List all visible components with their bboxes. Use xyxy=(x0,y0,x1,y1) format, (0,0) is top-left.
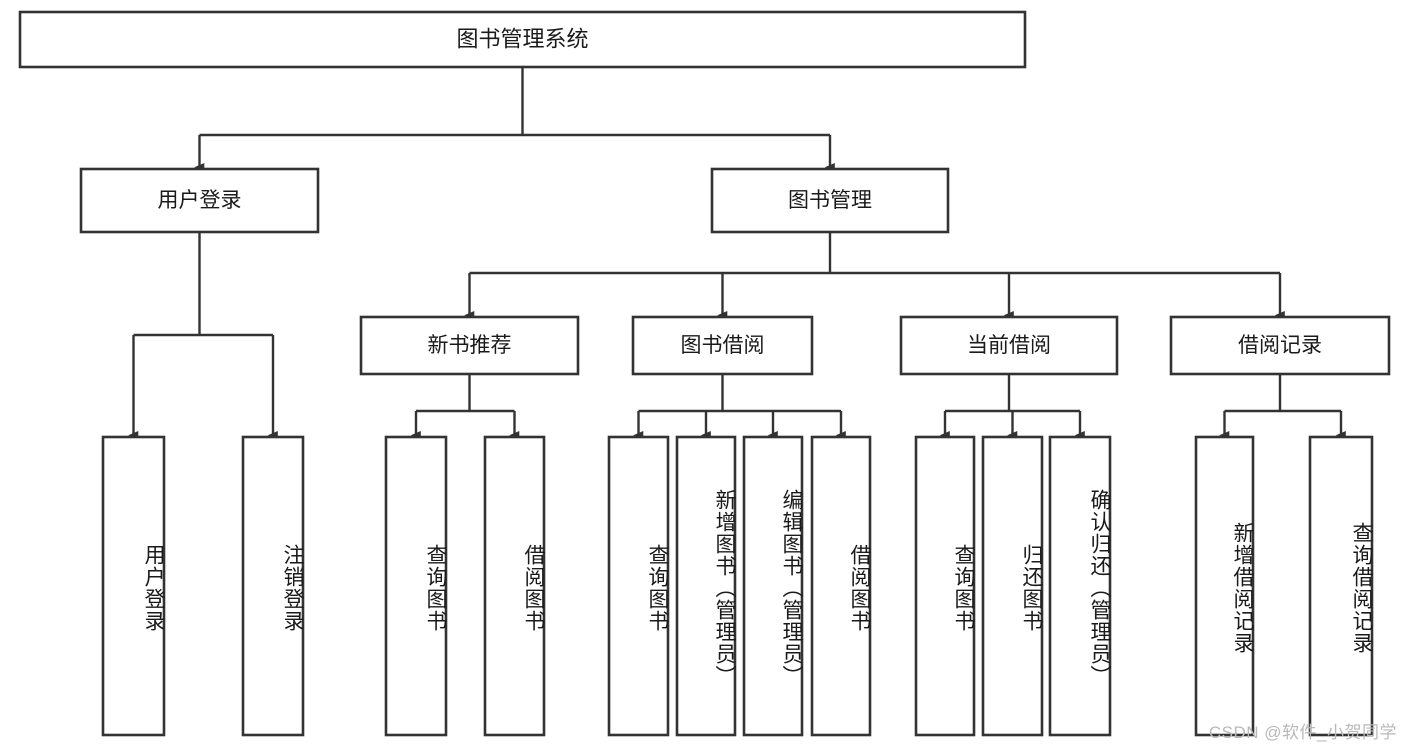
node-user-login[interactable]: 用户登录 xyxy=(79,167,320,234)
connector-lines xyxy=(128,67,1346,440)
leaf-leaf-add-book-rect xyxy=(675,435,737,737)
node-current-borrow-rect xyxy=(899,315,1119,376)
node-new-book-recommend-rect xyxy=(359,315,580,376)
leaf-leaf-add-record[interactable] xyxy=(1194,435,1255,737)
leaf-leaf-borrow-book-2-rect xyxy=(810,435,872,737)
leaf-leaf-query-record[interactable] xyxy=(1308,435,1374,737)
node-current-borrow[interactable]: 当前借阅 xyxy=(899,315,1119,376)
root-node-label: 图书管理系统 xyxy=(456,26,588,51)
node-book-manage-label: 图书管理 xyxy=(788,189,872,212)
node-borrow-record-label: 借阅记录 xyxy=(1238,334,1322,357)
leaf-leaf-edit-book-rect xyxy=(742,435,804,737)
node-borrow-record-rect xyxy=(1169,315,1391,376)
leaf-leaf-confirm-return-rect xyxy=(1048,435,1112,737)
leaf-leaf-query-book-1-rect xyxy=(384,435,448,737)
leaf-leaf-query-book-3[interactable] xyxy=(914,435,976,737)
watermark: CSDN @软件_小贺同学 xyxy=(1208,723,1397,742)
node-book-borrow-rect xyxy=(631,315,814,376)
leaf-leaf-query-book-1[interactable] xyxy=(384,435,448,737)
leaf-leaf-user-logout-rect xyxy=(241,435,305,737)
leaf-leaf-return-book[interactable] xyxy=(981,435,1044,737)
node-new-book-recommend-label: 新书推荐 xyxy=(428,334,512,357)
leaf-leaf-query-book-2[interactable] xyxy=(607,435,670,737)
leaf-leaf-return-book-rect xyxy=(981,435,1044,737)
node-current-borrow-label: 当前借阅 xyxy=(967,334,1051,357)
node-book-borrow-label: 图书借阅 xyxy=(681,334,765,357)
leaf-leaf-borrow-book-2[interactable] xyxy=(810,435,872,737)
node-book-manage[interactable]: 图书管理 xyxy=(710,167,950,234)
node-borrow-record[interactable]: 借阅记录 xyxy=(1169,315,1391,376)
leaf-leaf-borrow-book-1-rect xyxy=(483,435,546,737)
leaf-leaf-borrow-book-1[interactable] xyxy=(483,435,546,737)
leaf-leaf-add-record-rect xyxy=(1194,435,1255,737)
node-book-borrow[interactable]: 图书借阅 xyxy=(631,315,814,376)
leaf-leaf-query-record-rect xyxy=(1308,435,1374,737)
leaf-leaf-add-book[interactable] xyxy=(675,435,737,737)
leaf-leaf-edit-book[interactable] xyxy=(742,435,804,737)
leaf-leaf-query-book-3-rect xyxy=(914,435,976,737)
leaf-leaf-query-book-2-rect xyxy=(607,435,670,737)
root-node-rect xyxy=(18,10,1027,69)
leaf-leaf-user-login-rect xyxy=(101,435,166,737)
root-node[interactable]: 图书管理系统 xyxy=(18,10,1027,69)
node-new-book-recommend[interactable]: 新书推荐 xyxy=(359,315,580,376)
node-user-login-label: 用户登录 xyxy=(158,189,242,212)
leaf-leaf-confirm-return[interactable] xyxy=(1048,435,1112,737)
node-user-login-rect xyxy=(79,167,320,234)
node-book-manage-rect xyxy=(710,167,950,234)
leaf-leaf-user-logout[interactable] xyxy=(241,435,305,737)
leaf-leaf-user-login[interactable] xyxy=(101,435,166,737)
